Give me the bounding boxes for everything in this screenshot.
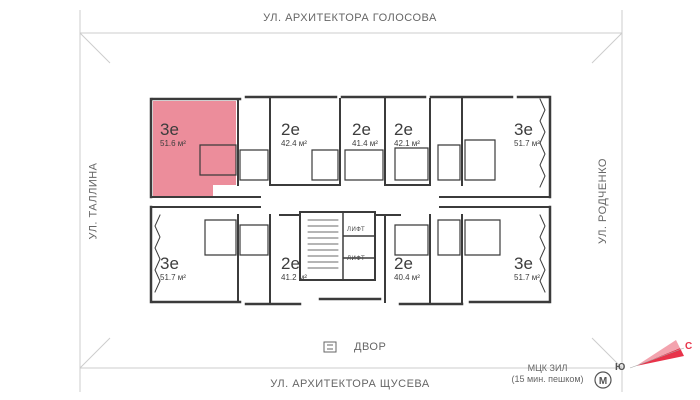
unit-rooms: 3е <box>160 120 179 139</box>
unit-area: 51.6 м² <box>160 139 186 148</box>
unit-area: 41.4 м² <box>352 139 378 148</box>
unit-2e-41-2[interactable]: 2е 41.2 м² <box>281 255 307 283</box>
compass-north-label: С <box>685 341 693 352</box>
unit-rooms: 2е <box>352 120 371 139</box>
unit-area: 51.7 м² <box>160 273 186 282</box>
building-walls <box>149 95 552 306</box>
unit-3e-51-7-left[interactable]: 3е 51.7 м² <box>160 255 186 283</box>
lift-label-2: ЛИФТ <box>347 256 366 262</box>
compass-arrow <box>629 340 685 369</box>
unit-3e-51-7-top[interactable]: 3е 51.7 м² <box>514 121 540 149</box>
unit-3e-51-7-right[interactable]: 3е 51.7 м² <box>514 255 540 283</box>
site-boundary <box>79 10 623 392</box>
street-bottom-label: УЛ. АРХИТЕКТОРА ЩУСЕВА <box>270 378 430 390</box>
unit-2e-41-4[interactable]: 2е 41.4 м² <box>352 121 378 149</box>
unit-area: 41.2 м² <box>281 273 307 282</box>
unit-area: 42.1 м² <box>394 139 420 148</box>
unit-rooms: 2е <box>394 254 413 273</box>
unit-rooms: 2е <box>394 120 413 139</box>
unit-2e-40-4[interactable]: 2е 40.4 м² <box>394 255 420 283</box>
unit-rooms: 2е <box>281 120 300 139</box>
street-left-label: УЛ. ТАЛЛИНА <box>87 162 100 240</box>
unit-highlight[interactable] <box>153 101 236 197</box>
metro-icon: М <box>594 371 612 389</box>
unit-area: 51.7 м² <box>514 273 540 282</box>
courtyard-icon <box>323 341 337 353</box>
lift-label-1: ЛИФТ <box>347 227 366 233</box>
unit-2e-42-4[interactable]: 2е 42.4 м² <box>281 121 307 149</box>
unit-rooms: 3е <box>514 120 533 139</box>
unit-area: 51.7 м² <box>514 139 540 148</box>
unit-rooms: 3е <box>514 254 533 273</box>
compass-south-label: Ю <box>615 362 626 373</box>
metro-station: МЦК ЗИЛ <box>527 363 568 373</box>
unit-3e-51-6[interactable]: 3е 51.6 м² <box>160 121 186 149</box>
svg-text:М: М <box>599 376 607 387</box>
unit-area: 40.4 м² <box>394 273 420 282</box>
metro-label: МЦК ЗИЛ (15 мин. пешком) <box>505 363 590 385</box>
unit-2e-42-1[interactable]: 2е 42.1 м² <box>394 121 420 149</box>
street-top-label: УЛ. АРХИТЕКТОРА ГОЛОСОВА <box>263 12 437 24</box>
courtyard-label: ДВОР <box>354 341 387 353</box>
metro-walk-time: (15 мин. пешком) <box>511 374 584 384</box>
unit-area: 42.4 м² <box>281 139 307 148</box>
unit-rooms: 2е <box>281 254 300 273</box>
unit-rooms: 3е <box>160 254 179 273</box>
street-right-label: УЛ. РОДЧЕНКО <box>596 158 609 244</box>
